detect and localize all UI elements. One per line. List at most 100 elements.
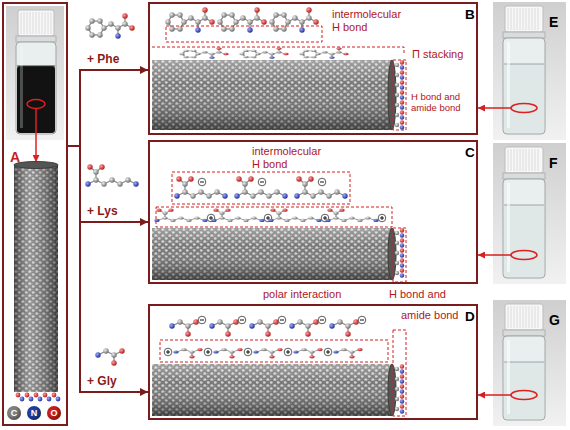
- atom: [373, 219, 378, 222]
- end-groups: [400, 233, 404, 237]
- end-groups: [395, 407, 399, 411]
- highlight-ring: [27, 100, 45, 109]
- end-groups: [29, 397, 34, 402]
- vial-photo: [503, 32, 545, 38]
- atom: [99, 164, 104, 169]
- atom: [305, 331, 310, 336]
- atom: [242, 189, 247, 194]
- dashed-box: [160, 340, 388, 362]
- atom: [239, 53, 244, 55]
- atom: [269, 19, 274, 24]
- nanotube: [388, 60, 396, 130]
- nanotube: [152, 228, 392, 280]
- end-groups: [395, 60, 404, 129]
- dashed-box: [393, 60, 406, 130]
- atom: [282, 209, 287, 212]
- end-groups: [400, 389, 404, 393]
- atom: [333, 212, 338, 215]
- atom: [169, 26, 174, 31]
- vial-photo: [493, 143, 566, 284]
- vial-photo: [36, 12, 37, 34]
- molecule: [325, 209, 378, 222]
- vial-photo: [505, 304, 543, 330]
- vial-photo: [535, 8, 536, 30]
- nanotube: [152, 364, 392, 416]
- atom: [242, 181, 247, 186]
- atom: [311, 56, 316, 58]
- atom: [336, 51, 341, 53]
- vial-photo: [505, 6, 543, 32]
- end-groups: [400, 238, 404, 242]
- atom: [306, 7, 311, 12]
- atom: [254, 7, 259, 12]
- nanotube: [152, 228, 396, 280]
- atom: [341, 219, 346, 222]
- molecule: [239, 47, 288, 58]
- end-groups: [395, 123, 399, 127]
- atom: [293, 350, 298, 353]
- vial-photo: [529, 8, 530, 30]
- end-groups: [395, 364, 404, 413]
- atom: [223, 53, 228, 55]
- atom: [222, 193, 227, 198]
- atom: [265, 323, 270, 328]
- vial-photo: [39, 12, 40, 34]
- photo-panel: F: [493, 143, 566, 284]
- end-groups: [395, 93, 399, 97]
- molecule: [154, 209, 207, 222]
- vial-photo: [532, 306, 533, 328]
- end-groups: [16, 393, 61, 402]
- atom: [191, 56, 196, 58]
- connector-arrow: [478, 107, 493, 109]
- stacking-bracket: [152, 47, 404, 53]
- atom: [336, 47, 341, 49]
- dashed-box: [166, 26, 322, 42]
- atom: [194, 216, 199, 219]
- atom: [268, 219, 273, 222]
- nanotube: [14, 162, 58, 393]
- vial-photo: [511, 8, 512, 30]
- atom: [309, 350, 314, 353]
- atom: [265, 331, 270, 336]
- molecule: [165, 7, 214, 32]
- leader-arrow: [35, 109, 37, 162]
- atom: [322, 51, 327, 53]
- atom: [281, 26, 286, 31]
- vial-photo: [493, 143, 566, 284]
- atom: [296, 176, 301, 181]
- molecule: [294, 176, 347, 198]
- atom: [108, 21, 113, 26]
- charge-symbol: [318, 178, 326, 186]
- charge-symbol: [238, 316, 246, 324]
- vial-photo: [507, 340, 510, 414]
- nanotube: [388, 364, 396, 416]
- vial-photo: [508, 306, 509, 328]
- atom: [221, 26, 226, 31]
- molecule: [293, 348, 322, 358]
- charge-symbol: [204, 348, 212, 356]
- atom: [357, 348, 362, 351]
- atom: [251, 56, 256, 58]
- end-groups: [400, 369, 404, 373]
- charge-symbol: [288, 350, 289, 354]
- atom-swatch: N: [27, 406, 41, 420]
- end-groups: [400, 100, 404, 104]
- atom: [237, 348, 242, 351]
- atom: [285, 19, 290, 24]
- molecule: [173, 348, 202, 358]
- atom: [87, 164, 92, 169]
- end-groups: [400, 60, 404, 64]
- end-groups: [395, 73, 399, 77]
- edge-label: + Phe: [86, 53, 120, 67]
- charge-symbol: [278, 316, 286, 324]
- charge-symbol: [244, 348, 252, 356]
- atom: [213, 350, 218, 353]
- atom: [292, 15, 297, 20]
- end-groups: [400, 110, 404, 114]
- atom: [251, 216, 256, 219]
- molecule: [234, 176, 287, 198]
- atom: [198, 189, 203, 194]
- molecule: [253, 348, 282, 358]
- atom: [313, 19, 318, 24]
- end-groups: [395, 387, 399, 391]
